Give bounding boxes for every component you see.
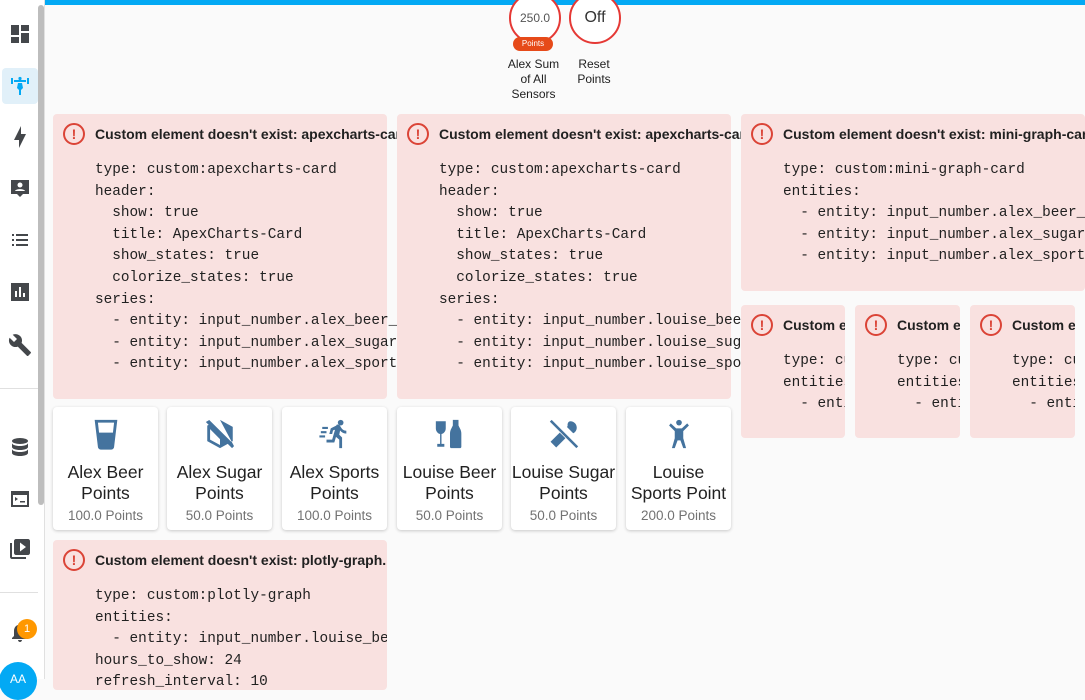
format-list-bulleted-icon bbox=[12, 234, 28, 246]
sidebar-item-terminal[interactable] bbox=[2, 481, 38, 517]
error-card: ! Custom element doesn't exist: mini-gra… bbox=[970, 305, 1075, 438]
sidebar-scrollbar[interactable] bbox=[38, 5, 44, 505]
top-header-bar bbox=[45, 0, 1085, 5]
user-avatar[interactable]: AA bbox=[0, 662, 37, 700]
reset-state: Off bbox=[584, 9, 606, 26]
error-config-code: type: custom:plotly-graph entities: - en… bbox=[95, 588, 387, 690]
error-config-code: type: custom:mini-graph-card entities: -… bbox=[1012, 353, 1075, 413]
error-card: ! Custom element doesn't exist: apexchar… bbox=[397, 114, 819, 399]
error-card: ! Custom element doesn't exist: apexchar… bbox=[53, 114, 466, 399]
cube-off-icon bbox=[205, 419, 235, 449]
sidebar-divider bbox=[0, 388, 38, 389]
sidebar-item-energy[interactable] bbox=[2, 119, 38, 155]
alert-circle-icon: ! bbox=[751, 314, 773, 336]
sidebar: 1 AA bbox=[0, 0, 45, 700]
alert-circle-icon: ! bbox=[407, 123, 429, 145]
sidebar-item-points[interactable] bbox=[2, 68, 38, 104]
play-box-multiple-icon bbox=[10, 539, 30, 559]
entity-state: 100.0 Points bbox=[296, 508, 373, 523]
alert-circle-icon: ! bbox=[980, 314, 1002, 336]
entity-state: 50.0 Points bbox=[185, 508, 254, 523]
sidebar-item-media[interactable] bbox=[2, 531, 38, 567]
sidebar-item-overview[interactable] bbox=[2, 16, 38, 52]
entity-card-alex-sugar[interactable]: Alex Sugar Points 50.0 Points bbox=[167, 407, 272, 530]
error-title: Custom element doesn't exist: apexcharts… bbox=[95, 126, 414, 142]
error-title: Custom element doesn't exist: mini-graph… bbox=[1012, 317, 1075, 333]
sidebar-item-map[interactable] bbox=[2, 170, 38, 206]
database-icon bbox=[12, 438, 28, 456]
entity-card-louise-sugar[interactable]: Louise Sugar Points 50.0 Points bbox=[511, 407, 616, 530]
cup-water-icon bbox=[94, 419, 118, 450]
error-card: ! Custom element doesn't exist: mini-gra… bbox=[741, 305, 845, 438]
sidebar-item-database[interactable] bbox=[2, 430, 38, 466]
error-config-code: type: custom:apexcharts-card header: sho… bbox=[95, 162, 467, 373]
entity-card-louise-beer[interactable]: Louise Beer Points 50.0 Points bbox=[397, 407, 502, 530]
wrench-icon bbox=[8, 334, 31, 356]
error-title: Custom element doesn't exist: mini-graph… bbox=[897, 317, 960, 333]
alert-circle-icon: ! bbox=[63, 123, 85, 145]
weight-lifter-icon bbox=[11, 76, 29, 95]
entity-state: 200.0 Points bbox=[640, 508, 717, 523]
alert-circle-icon: ! bbox=[63, 549, 85, 571]
chart-box-icon bbox=[11, 283, 29, 301]
entity-card-alex-sports[interactable]: Alex Sports Points 100.0 Points bbox=[282, 407, 387, 530]
error-title: Custom element doesn't exist: mini-graph… bbox=[783, 317, 845, 333]
entity-state: 50.0 Points bbox=[529, 508, 598, 523]
entity-name: Alex Beer Points bbox=[67, 462, 144, 503]
notification-badge: 1 bbox=[17, 619, 37, 639]
sidebar-item-history[interactable] bbox=[2, 274, 38, 310]
entity-name: Alex Sports Points bbox=[289, 462, 380, 503]
reset-points-button[interactable]: Off bbox=[569, 0, 621, 44]
console-icon bbox=[11, 491, 29, 507]
gauge-label: Alex Sum of All Sensors bbox=[507, 57, 560, 101]
error-card: ! Custom element doesn't exist: mini-gra… bbox=[741, 114, 1085, 291]
entity-state: 50.0 Points bbox=[415, 508, 484, 523]
alert-circle-icon: ! bbox=[751, 123, 773, 145]
entity-name: Louise Sports Point bbox=[630, 462, 727, 503]
error-card: ! Custom element doesn't exist: plotly-g… bbox=[53, 540, 387, 690]
entity-card-alex-beer[interactable]: Alex Beer Points 100.0 Points bbox=[53, 407, 158, 530]
lightning-bolt-icon bbox=[14, 126, 26, 148]
error-card: ! Custom element doesn't exist: mini-gra… bbox=[855, 305, 960, 438]
food-off-icon bbox=[549, 419, 579, 449]
entity-name: Louise Sugar Points bbox=[511, 462, 616, 503]
gauge-value: 250.0 bbox=[519, 11, 551, 25]
bottle-wine-icon bbox=[435, 419, 462, 449]
entity-card-louise-sports[interactable]: Louise Sports Point 200.0 Points bbox=[626, 407, 731, 530]
human-handsup-icon bbox=[669, 419, 689, 449]
sidebar-item-logbook[interactable] bbox=[2, 222, 38, 258]
gauge-unit-pill: Points bbox=[513, 37, 553, 51]
entity-name: Alex Sugar Points bbox=[176, 462, 263, 503]
run-fast-icon bbox=[319, 419, 347, 449]
sidebar-divider bbox=[0, 592, 38, 593]
view-dashboard-icon bbox=[11, 25, 29, 43]
alert-circle-icon: ! bbox=[865, 314, 887, 336]
error-title: Custom element doesn't exist: mini-graph… bbox=[783, 126, 1085, 142]
reset-label: Reset Points bbox=[577, 57, 611, 86]
error-title: Custom element doesn't exist: plotly-gra… bbox=[95, 552, 387, 568]
error-title: Custom element doesn't exist: apexcharts… bbox=[439, 126, 758, 142]
account-box-icon bbox=[11, 180, 29, 197]
error-config-code: type: custom:mini-graph-card entities: -… bbox=[783, 353, 845, 413]
error-config-code: type: custom:mini-graph-card entities: -… bbox=[783, 162, 1085, 265]
error-config-code: type: custom:mini-graph-card entities: -… bbox=[897, 353, 960, 413]
entity-name: Louise Beer Points bbox=[402, 462, 497, 503]
entity-state: 100.0 Points bbox=[67, 508, 144, 523]
sidebar-item-developer-tools[interactable] bbox=[2, 327, 38, 363]
